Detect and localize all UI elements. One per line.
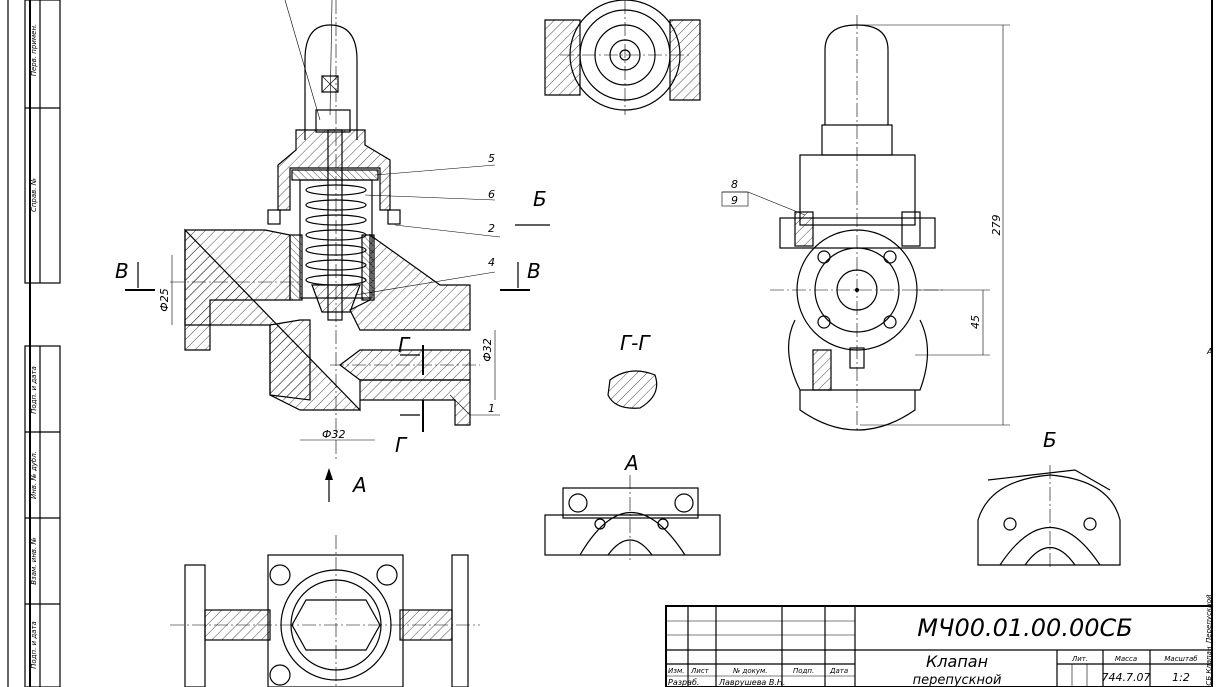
svg-text:В: В (527, 259, 541, 283)
title-block-text: МЧ00.01.00.00СБ Клапан перепускной Изм. … (668, 614, 1198, 687)
scale-value: 1:2 (1172, 671, 1190, 684)
svg-text:Подп. и дата: Подп. и дата (30, 366, 38, 414)
svg-text:Ф32: Ф32 (322, 428, 345, 441)
svg-text:Лист: Лист (690, 667, 710, 675)
svg-text:6: 6 (488, 188, 495, 201)
view-a-title: А (623, 451, 639, 475)
svg-text:Взам. инв. №: Взам. инв. № (30, 537, 38, 585)
section-gg-title: Г-Г (620, 331, 651, 355)
svg-text:Изм.: Изм. (668, 667, 684, 675)
view-b (977, 465, 1121, 570)
svg-text:4: 4 (488, 256, 495, 269)
drawing-frame (7, 0, 1213, 687)
section-gg (607, 370, 658, 409)
view-a (544, 475, 721, 560)
svg-text:5: 5 (488, 152, 495, 165)
plan-view (170, 535, 480, 687)
svg-text:А: А (351, 473, 367, 497)
drawing-name-line2: перепускной (913, 673, 1002, 687)
svg-text:Б: Б (533, 187, 547, 211)
svg-text:Масса: Масса (1115, 655, 1137, 663)
svg-text:Ф32: Ф32 (481, 338, 494, 361)
developer-role: Разраб. (668, 678, 699, 687)
drawing-designation: МЧ00.01.00.00СБ (917, 614, 1132, 642)
main-view-labels: 5 6 2 4 1 Б В В Г Г А Ф25 Ф32 Ф32 (115, 152, 547, 497)
svg-text:2: 2 (488, 222, 495, 235)
left-margin-labels: Перв. примен. Справ. № Подп. и дата Инв.… (30, 24, 38, 669)
svg-text:Дата: Дата (829, 667, 848, 675)
mass-value: 744.7.07 (1102, 671, 1151, 684)
main-section-view (125, 0, 550, 502)
view-b-title: Б (1043, 428, 1057, 452)
svg-text:Подп. и дата: Подп. и дата (30, 621, 38, 669)
svg-text:279: 279 (990, 215, 1003, 236)
frame-zone-label: A (1206, 347, 1212, 356)
svg-text:Г: Г (398, 333, 411, 357)
side-view-labels: 8 9 279 45 (731, 178, 1003, 329)
svg-text:45: 45 (969, 315, 982, 329)
svg-text:Лит.: Лит. (1071, 655, 1088, 663)
svg-text:1: 1 (488, 402, 495, 415)
svg-text:8: 8 (731, 178, 738, 191)
svg-text:Ф25: Ф25 (158, 288, 171, 311)
svg-text:Перв. примен.: Перв. примен. (30, 24, 38, 77)
svg-text:Справ. №: Справ. № (30, 178, 38, 212)
svg-text:В: В (115, 259, 129, 283)
svg-text:Инв. № дубл.: Инв. № дубл. (30, 451, 38, 499)
svg-text:9: 9 (731, 194, 738, 207)
right-margin-label: СБ Клапан_Перепускной (1205, 594, 1213, 686)
drawing-name: Клапан (926, 652, 988, 671)
svg-text:Г: Г (395, 433, 408, 457)
top-section-view (544, 0, 701, 115)
svg-text:Подп.: Подп. (793, 667, 814, 675)
side-view (721, 15, 1010, 431)
svg-text:Масштаб: Масштаб (1164, 655, 1198, 663)
developer-name: Лаврушева В.Н. (718, 678, 785, 687)
title-block (665, 605, 1213, 687)
svg-text:№ докум.: № докум. (732, 667, 768, 675)
